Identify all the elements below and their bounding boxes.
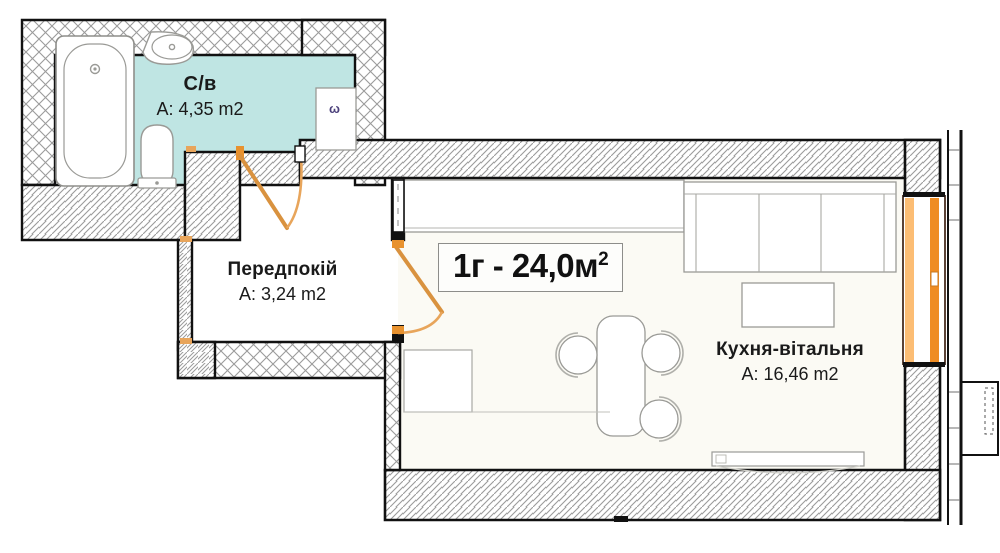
tv-console-panel [715,454,727,464]
dining-chair-back [555,332,579,378]
wall-bathroom-bottom [20,183,187,242]
tv-console-shadow [715,465,861,474]
toilet-bowl [140,124,174,185]
unit-title-text: 1г - 24,0м [453,247,599,284]
walls-bathroom-block [20,18,387,242]
bathtub-basin [63,43,127,179]
interior-opening-bath [294,145,306,163]
wall-hallway-left [176,238,194,352]
hallway-door-hinge-top [392,240,404,248]
tech-shaft-box [315,87,357,151]
dining-chair [639,399,679,439]
hallway-door-leaf [394,245,444,314]
edge-marker-c [186,146,196,152]
dining-chair [558,335,598,375]
opening-frame-bath [294,145,306,163]
bathroom-door-jamb-left [236,146,244,160]
kitchen-base-unit [403,349,473,413]
unit-title-box: 1г - 24,0м2 [438,243,624,292]
opening-frame-left [392,179,405,233]
edge-marker-a [180,236,192,242]
balcony-sill-bottom [903,362,945,367]
omega-marker: ω [329,101,340,116]
bathroom-door-swing-arc [285,155,303,229]
bathtub-drain-dot [93,67,97,71]
dining-table [596,315,646,437]
dining-chair-back [658,396,682,442]
hallway-door-hinge-bottom [392,326,404,334]
interior-opening-left [392,179,405,233]
edge-marker-b [180,338,192,344]
wall-hallway-bottom-left-stub [176,340,217,380]
kitchen-living-furniture [403,179,897,474]
balcony-glass-inner [905,198,914,362]
balcony-sill-top [903,192,945,197]
wall-main-left-lower [383,340,402,472]
balcony-door-window[interactable] [902,192,946,367]
washbasin-drain [168,43,176,51]
unit-title: 1г - 24,0м2 [453,247,609,285]
neighbour-unit-outline [962,381,999,456]
wall-main-bottom [383,468,942,522]
walls-hallway [176,238,402,380]
wall-notch-bottom [614,516,628,522]
dining-chairs [555,330,684,442]
sofa-frame [683,181,897,273]
facade-right [947,130,999,525]
wall-edge-markers [180,146,196,344]
dining-chair-back [660,330,684,376]
wall-main-top [298,138,942,180]
kitchen-counter [403,179,685,233]
balcony-handle[interactable] [930,271,939,287]
bathroom-fixtures [55,31,195,189]
dining-chair [641,333,681,373]
tv-console [711,451,865,467]
toilet-flush-button [155,181,159,185]
unit-title-superscript: 2 [598,249,609,270]
hallway-kitchen-door[interactable] [392,240,444,335]
wall-bathroom-bottom-2 [183,150,242,242]
facade-ticks [949,149,960,501]
neighbour-riser [984,387,994,435]
coffee-table [741,282,835,328]
bathroom-door-leaf [238,154,289,230]
